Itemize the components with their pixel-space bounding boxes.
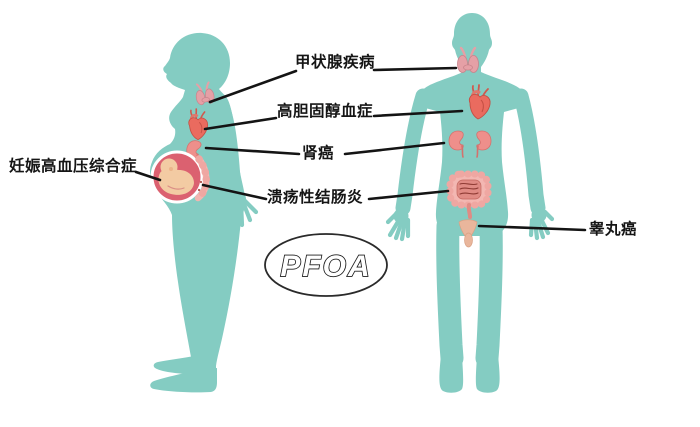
label-gestational-hypertension: 妊娠高血压综合症 bbox=[9, 158, 138, 175]
label-kidney-cancer: 肾癌 bbox=[302, 145, 335, 162]
line-cholesterol-to-man bbox=[372, 109, 464, 118]
woman-arm bbox=[215, 94, 259, 228]
label-testicular-cancer: 睾丸癌 bbox=[589, 221, 638, 238]
woman-foot-lower bbox=[150, 368, 217, 393]
pfoa-bubble-text: PFOA bbox=[280, 250, 371, 283]
man-intestines-icon bbox=[446, 170, 492, 219]
connector-lines bbox=[134, 66, 587, 232]
line-kidney-to-woman bbox=[204, 146, 301, 156]
pfoa-bubble: PFOA bbox=[264, 233, 388, 297]
line-thyroid-to-man bbox=[372, 66, 458, 72]
man-left-leg bbox=[436, 214, 464, 370]
man-testes-icon bbox=[458, 219, 478, 248]
pregnant-woman-silhouette bbox=[149, 32, 259, 393]
line-cholesterol-to-woman bbox=[203, 116, 278, 131]
line-testes-to-label bbox=[477, 224, 587, 232]
line-thyroid-to-woman bbox=[208, 69, 298, 104]
line-colitis-to-woman bbox=[201, 183, 268, 201]
man-right-arm bbox=[513, 88, 555, 241]
label-thyroid-disease: 甲状腺疾病 bbox=[295, 54, 376, 71]
woman-womb-fetus-icon bbox=[150, 150, 210, 204]
label-hypercholesterolemia: 高胆固醇血症 bbox=[277, 103, 374, 120]
man-left-arm bbox=[385, 88, 431, 242]
man-right-leg bbox=[475, 214, 503, 370]
man-right-foot bbox=[475, 355, 500, 393]
man-left-foot bbox=[439, 355, 464, 393]
line-kidney-to-man bbox=[343, 141, 446, 156]
line-gestational-to-belly bbox=[134, 170, 162, 182]
label-ulcerative-colitis: 溃疡性结肠炎 bbox=[267, 189, 364, 206]
line-colitis-to-man bbox=[367, 189, 450, 201]
woman-foot-upper bbox=[153, 356, 206, 375]
